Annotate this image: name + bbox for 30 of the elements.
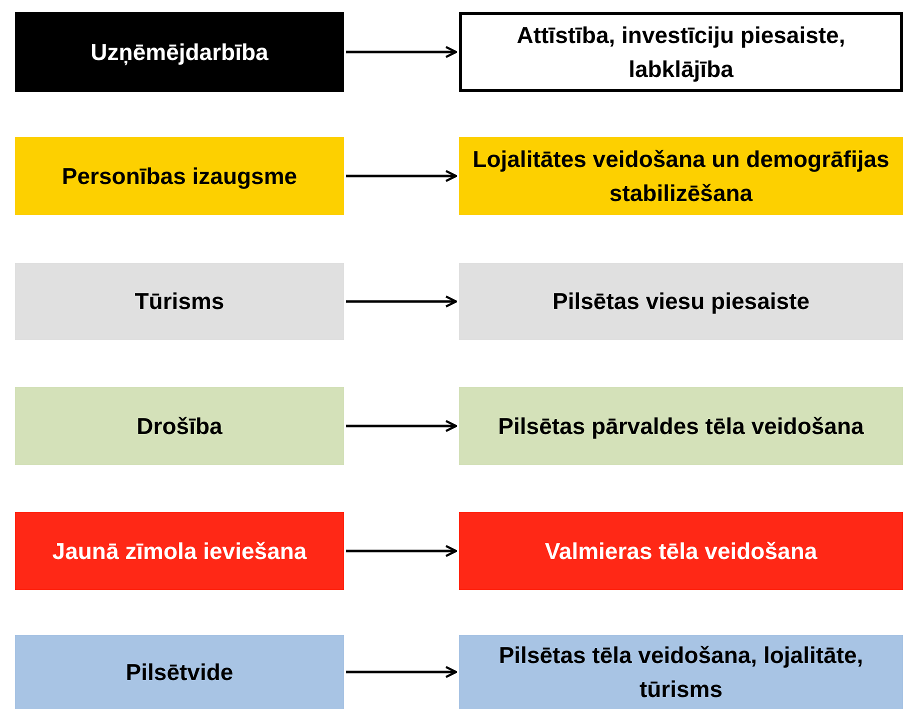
outcome-box bbox=[459, 12, 903, 92]
arrow bbox=[346, 666, 458, 678]
arrow bbox=[346, 170, 458, 182]
box-label: Pilsētas tēla veidošana, lojalitāte, tūrisms bbox=[498, 640, 864, 704]
topic-box bbox=[15, 263, 344, 340]
outcome-box bbox=[459, 512, 903, 590]
arrow bbox=[346, 46, 458, 58]
topic-box bbox=[15, 635, 344, 709]
topic-box bbox=[15, 137, 344, 215]
arrow bbox=[346, 295, 458, 308]
box-label: Jaunā zīmola ieviešana bbox=[51, 536, 308, 566]
arrow bbox=[346, 420, 458, 432]
topic-box bbox=[15, 387, 344, 465]
outcome-box bbox=[459, 263, 903, 340]
outcome-box bbox=[459, 387, 903, 465]
box-label: Personības izaugsme bbox=[60, 162, 298, 191]
box-label: Valmieras tēla veidošana bbox=[544, 536, 818, 566]
box-label: Drošība bbox=[136, 412, 224, 441]
box-label: Lojalitātes veidošana un demogrāfijas stabilizēšana bbox=[472, 144, 890, 208]
outcome-box bbox=[459, 137, 903, 215]
box-label: Uzņēmējdarbība bbox=[90, 38, 270, 68]
box-label: Pilsētas pārvaldes tēla veidošana bbox=[497, 412, 865, 441]
topic-box bbox=[15, 512, 344, 590]
box-label: Tūrisms bbox=[134, 287, 226, 316]
topic-box bbox=[15, 12, 344, 92]
arrow bbox=[346, 544, 458, 558]
box-label: Pilsētvide bbox=[124, 658, 234, 687]
outcome-box bbox=[459, 635, 903, 709]
box-label: Attīstība, investīciju piesaiste, labklājība bbox=[516, 20, 846, 84]
box-label: Pilsētas viesu piesaiste bbox=[552, 287, 810, 316]
